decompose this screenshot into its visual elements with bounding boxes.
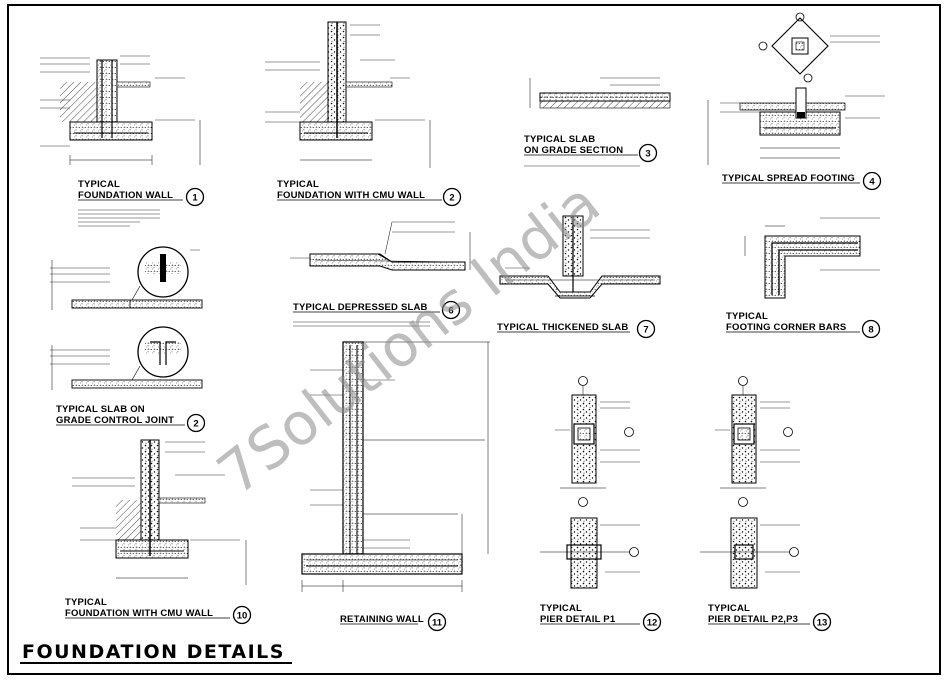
detail-3-title-line2: ON GRADE SECTION [524,145,623,156]
detail-depressed-slab: TYPICAL DEPRESSED SLAB 6 [290,221,471,327]
detail-4-number: 4 [869,177,875,188]
detail-3-number: 3 [645,149,650,160]
detail-spread-footing: TYPICAL SPREAD FOOTING 4 [707,12,885,191]
detail-12-title-line1: TYPICAL [540,603,582,614]
detail-3-title-line1: TYPICAL SLAB [524,134,595,145]
detail-11-number: 11 [432,618,443,629]
detail-slab-on-grade: TYPICAL SLAB ON GRADE SECTION 3 [524,77,671,167]
detail-10-title-line1: TYPICAL [65,597,107,608]
detail-2-title-line2: FOUNDATION WITH CMU WALL [277,190,425,201]
detail-2-number: 2 [449,193,454,204]
detail-5-title-line2: GRADE CONTROL JOINT [56,415,174,426]
detail-10-title-line2: FOUNDATION WITH CMU WALL [65,608,213,619]
detail-7-number: 7 [643,325,648,336]
detail-13-number: 13 [817,618,828,629]
detail-foundation-cmu-wall-10: TYPICAL FOUNDATION WITH CMU WALL 10 [65,439,252,625]
detail-12-title-line2: PIER DETAIL P1 [540,614,616,625]
detail-12-number: 12 [647,618,658,629]
detail-11-title: RETAINING WALL [340,614,424,625]
detail-8-title-line1: TYPICAL [726,311,768,322]
detail-retaining-wall: RETAINING WALL 11 [301,341,490,632]
detail-5-title-line1: TYPICAL SLAB ON [56,404,145,415]
detail-7-title: TYPICAL THICKENED SLAB [497,322,628,333]
detail-10-number: 10 [237,611,248,622]
detail-13-title-line1: TYPICAL [708,603,750,614]
detail-pier-p1: TYPICAL PIER DETAIL P1 12 [540,376,662,632]
detail-pier-p2-p3: TYPICAL PIER DETAIL P2,P3 13 [700,376,832,632]
detail-6-title: TYPICAL DEPRESSED SLAB [293,302,428,313]
detail-2-title-line1: TYPICAL [277,179,319,190]
detail-1-number: 1 [192,193,198,204]
detail-foundation-wall: TYPICAL FOUNDATION WALL 1 [40,55,205,227]
detail-foundation-cmu-wall: TYPICAL FOUNDATION WITH CMU WALL 2 [265,21,462,207]
detail-slab-control-joint: TYPICAL SLAB ON GRADE CONTROL JOINT 2 [50,246,206,433]
detail-1-title-line1: TYPICAL [78,179,120,190]
detail-1-title-line2: FOUNDATION WALL [78,190,173,201]
watermark: 7Solutions India [205,169,613,508]
detail-thickened-slab: TYPICAL THICKENED SLAB 7 [497,215,661,339]
detail-6-number: 6 [448,306,453,317]
detail-5-number: 2 [193,419,198,430]
detail-8-title-line2: FOOTING CORNER BARS [726,322,846,333]
sheet-border [7,4,941,675]
detail-footing-corner-bars: TYPICAL FOOTING CORNER BARS 8 [726,217,881,339]
detail-8-number: 8 [868,325,873,336]
sheet-title: FOUNDATION DETAILS [22,641,285,663]
detail-13-title-line2: PIER DETAIL P2,P3 [708,614,798,625]
detail-4-title-line1: TYPICAL SPREAD FOOTING [722,173,855,184]
